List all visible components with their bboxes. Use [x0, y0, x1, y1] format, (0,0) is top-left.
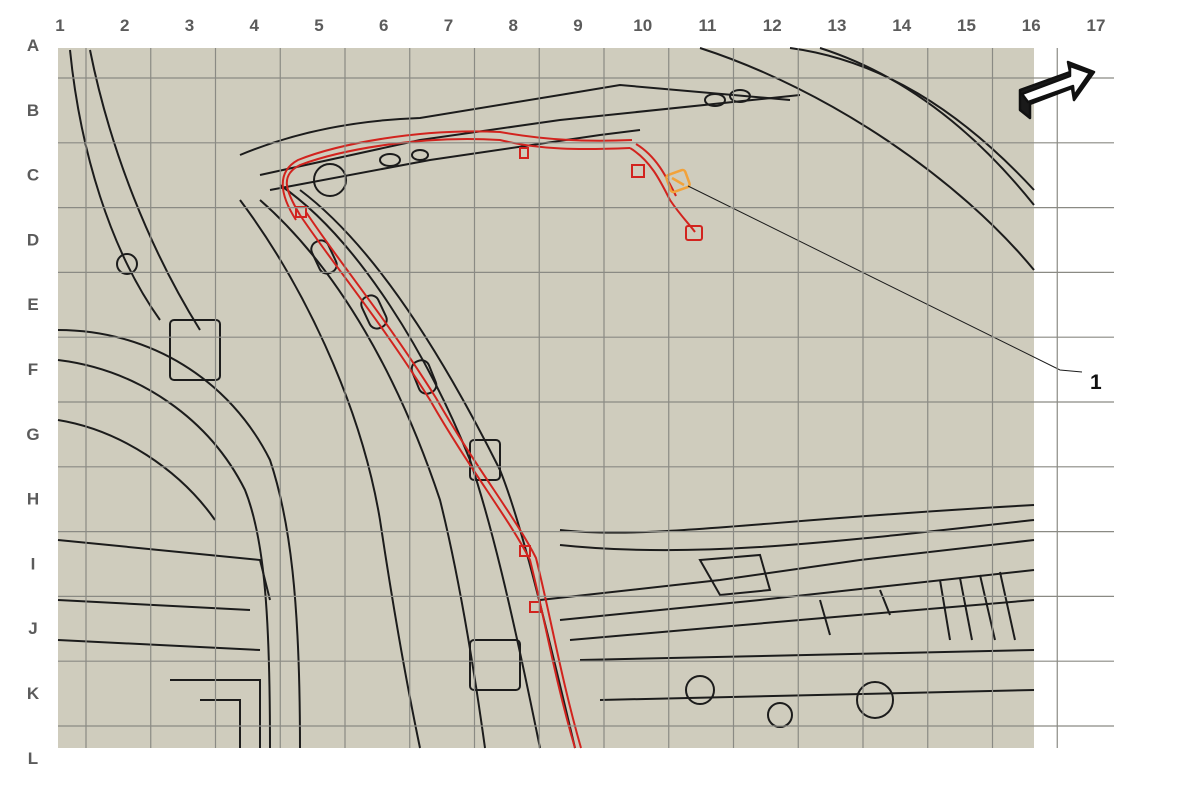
harness-clip: [519, 147, 529, 159]
grid-column-label: 6: [379, 16, 388, 35]
grid-row-label: B: [27, 101, 39, 120]
callout-label: 1: [1090, 371, 1102, 394]
grid-row-label: I: [31, 554, 36, 573]
grid-column-label: 1: [55, 16, 64, 35]
grid-row-label: G: [26, 425, 39, 444]
grid-column-label: 10: [633, 16, 652, 35]
grid-column-label: 7: [444, 16, 453, 35]
direction-arrow-icon: [1018, 60, 1096, 120]
harness-clip: [529, 601, 541, 613]
grid-column-label: 16: [1022, 16, 1041, 35]
reference-grid: [58, 48, 1114, 748]
grid-column-label: 11: [699, 16, 717, 35]
grid-row-label: E: [27, 295, 38, 314]
grid-column-label: 15: [957, 16, 976, 35]
grid-column-label: 2: [120, 16, 129, 35]
grid-row-label: D: [27, 230, 39, 249]
harness-clip: [519, 545, 531, 557]
harness-clip: [631, 164, 645, 178]
grid-row-label: F: [28, 360, 38, 379]
grid-column-label: 14: [892, 16, 911, 35]
grid-column-label: 8: [509, 16, 518, 35]
vehicle-body-line-art: [57, 47, 1035, 749]
grid-column-label: 4: [250, 16, 260, 35]
grid-column-label: 13: [828, 16, 847, 35]
grid-row-label: H: [27, 490, 39, 509]
grid-row-label: C: [27, 166, 39, 185]
grid-row-label: A: [27, 36, 39, 55]
callout-leader: [687, 185, 1083, 373]
grid-column-label: 12: [763, 16, 782, 35]
grid-column-label: 9: [573, 16, 582, 35]
grid-row-label: L: [28, 749, 38, 768]
grid-row-label: K: [27, 684, 40, 703]
grid-row-labels: A B C D E F G H I J K L: [26, 36, 39, 768]
drawing-area: [58, 48, 1034, 748]
grid-column-label: 3: [185, 16, 194, 35]
grid-column-label: 5: [314, 16, 323, 35]
grid-column-label: 17: [1087, 16, 1106, 35]
harness-connector: [685, 225, 703, 241]
grid-row-label: J: [28, 619, 37, 638]
